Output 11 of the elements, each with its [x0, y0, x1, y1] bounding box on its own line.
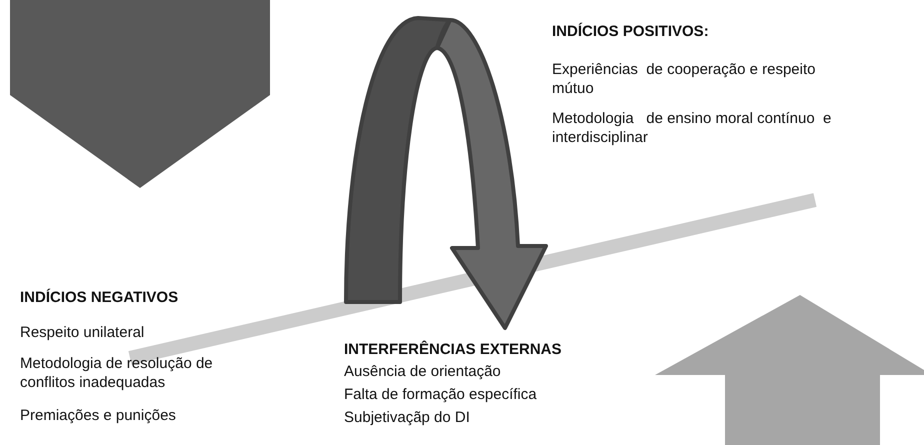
list-item: Respeito unilateral	[20, 323, 144, 342]
section-heading: INTERFERÊNCIAS EXTERNAS	[344, 340, 562, 359]
list-item: Metodologia de ensino moral contínuo e interdisciplinar	[552, 109, 832, 147]
section-heading: INDÍCIOS POSITIVOS:	[552, 22, 709, 41]
list-item: Ausência de orientação	[344, 362, 501, 381]
section-heading: INDÍCIOS NEGATIVOS	[20, 288, 178, 307]
list-item: Falta de formação específica	[344, 385, 537, 404]
list-item: Metodologia de resolução de conflitos inadequadas	[20, 354, 214, 392]
list-item: Premiações e punições	[20, 406, 176, 425]
list-item: Experiências de cooperação e respeito mútuo	[552, 60, 816, 98]
list-item: Subjetivaçãp do DI	[344, 408, 470, 427]
